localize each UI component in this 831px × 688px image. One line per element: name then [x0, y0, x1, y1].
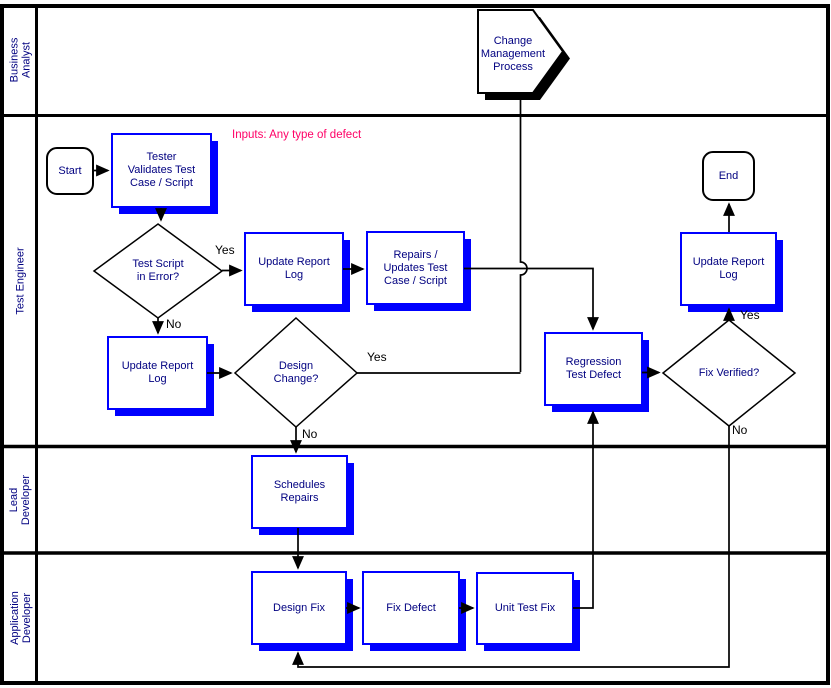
update-report-log-3-shape	[680, 232, 777, 306]
test-script-no-label: No	[166, 317, 182, 331]
update-report-log-1-shape	[244, 232, 344, 306]
test-script-yes-label: Yes	[215, 243, 235, 257]
connector-fixverified-no-to-designfix	[292, 426, 730, 668]
end-shape	[702, 151, 755, 201]
design-change-shape	[233, 316, 359, 429]
connector-unittest-to-regression	[573, 410, 599, 609]
start-shape	[46, 147, 94, 195]
fix-verified-yes-label: Yes	[740, 308, 760, 322]
unit-test-fix-shape	[476, 572, 574, 645]
test-script-in-error-shape	[92, 223, 224, 319]
lane-title-test-engineer: Test Engineer	[14, 247, 27, 315]
design-change-yes-label: Yes	[367, 350, 387, 364]
fix-defect-shape	[362, 571, 460, 645]
connector-repairs-to-regression	[464, 267, 599, 331]
repairs-updates-shape	[366, 231, 465, 305]
design-change-no-label: No	[302, 427, 318, 441]
fix-verified-shape	[661, 319, 797, 427]
regression-test-defect-shape	[544, 332, 643, 406]
connector-change-management-down	[519, 95, 528, 372]
design-fix-shape	[251, 571, 347, 645]
swimlane-outer-border	[0, 4, 830, 685]
tester-validates-shape	[111, 133, 212, 208]
fix-verified-no-label: No	[732, 423, 748, 437]
update-report-log-2-shape	[107, 336, 208, 410]
inputs-note: Inputs: Any type of defect	[232, 129, 362, 141]
schedules-repairs-shape	[251, 455, 348, 529]
change-management-shape	[477, 9, 565, 94]
